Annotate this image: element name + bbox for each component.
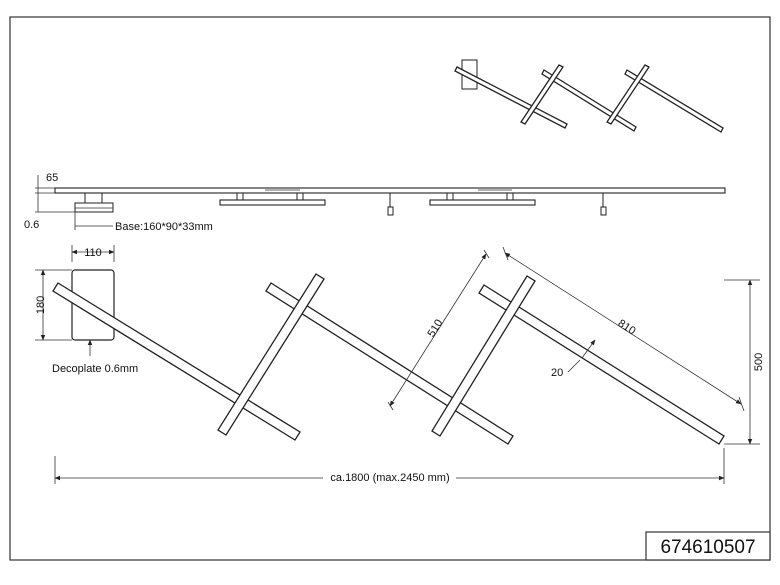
- decoplate-label: Decoplate 0.6mm: [52, 363, 138, 375]
- total-height-label: 500: [753, 353, 765, 371]
- plate-label: 0.6: [24, 219, 39, 231]
- short-bar-1: [217, 273, 325, 436]
- short-bar-2: [431, 275, 536, 437]
- perspective-view: [454, 59, 724, 133]
- product-code-box: [645, 531, 771, 561]
- total-length-label: ca.1800 (max.2450 mm): [330, 472, 449, 484]
- bar-length-label: 810: [616, 317, 638, 337]
- perspective-bars: [454, 64, 724, 133]
- side-view: 65 0.6 Base:160*90*33mm: [24, 172, 726, 233]
- thickness-label: 65: [46, 172, 58, 184]
- side-connector-2: [600, 206, 607, 216]
- bar-width-label: 20: [551, 367, 563, 379]
- width-label: 110: [84, 247, 102, 259]
- side-base: [74, 202, 114, 213]
- side-connector-1: [387, 206, 394, 216]
- side-bar-main: [54, 187, 726, 194]
- side-bar-lower-1: [219, 199, 326, 206]
- height-label: 180: [35, 296, 47, 314]
- base-label: Base:160*90*33mm: [115, 221, 213, 233]
- side-bar-lower-2: [429, 199, 536, 206]
- product-code: 674610507: [660, 537, 755, 558]
- drawing-frame: [9, 16, 771, 561]
- front-view: 110 180 Decoplate 0.6mm 510 810 20 500: [35, 245, 765, 484]
- bar-spacing-label: 510: [426, 317, 446, 339]
